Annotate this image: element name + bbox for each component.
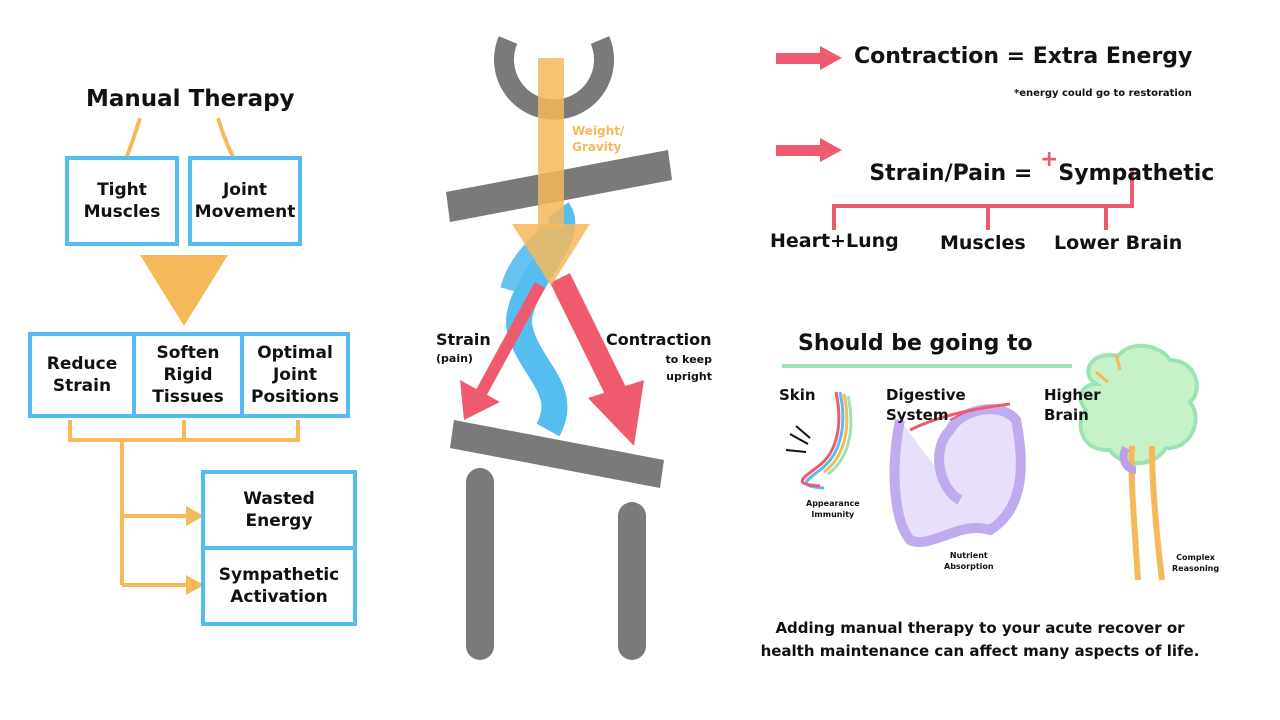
soften-rigid-tissues-box: Soften Rigid Tissues (132, 332, 244, 418)
arrow-strain (820, 138, 842, 162)
contraction-energy-line: Contraction = Extra Energy (854, 44, 1193, 69)
reduce-strain-box: Reduce Strain (28, 332, 136, 418)
right-leg (618, 502, 646, 660)
right-connectors (776, 46, 1199, 581)
funnel-triangle (140, 255, 228, 326)
skin-label: Skin (779, 386, 816, 404)
joint-movement-box: Joint Movement (188, 156, 302, 246)
strain-pain-line: Strain/Pain = +Sympathetic (854, 136, 1214, 186)
contraction-label: Contraction (606, 330, 712, 349)
strain-pain-text: Strain/Pain = (869, 161, 1040, 186)
brain-shape (1078, 343, 1199, 466)
strain-arrow (460, 380, 500, 420)
left-flow-connectors (68, 117, 300, 595)
branch-heart-lung: Heart+Lung (770, 230, 899, 252)
plus-sign: + (1039, 147, 1059, 172)
branch-lower-brain: Lower Brain (1054, 232, 1183, 254)
strain-label: Strain (436, 330, 491, 349)
sympathetic-activation-box: Sympathetic Activation (201, 546, 357, 626)
arrow-contraction (820, 46, 842, 70)
digestive-sub-label: Nutrient Absorption (944, 551, 994, 572)
footer-text: Adding manual therapy to your acute reco… (760, 619, 1200, 660)
strain-sub-label: (pain) (436, 352, 473, 365)
higher-brain-sub-label: Complex Reasoning (1172, 553, 1220, 574)
weight-gravity-label: Weight/ Gravity (572, 124, 625, 154)
gravity-arrow (512, 224, 590, 286)
optimal-joint-positions-box: Optimal Joint Positions (240, 332, 350, 418)
contraction-sub-label: to keep upright (665, 353, 712, 383)
contraction-arrow (588, 380, 644, 446)
higher-brain-label: Higher Brain (1044, 386, 1101, 424)
posture-figure (446, 36, 672, 660)
branch-muscles: Muscles (940, 232, 1026, 254)
wasted-energy-box: Wasted Energy (201, 470, 357, 550)
manual-therapy-title: Manual Therapy (86, 86, 295, 112)
energy-note: *energy could go to restoration (1014, 88, 1192, 99)
skin-sub-label: Appearance Immunity (806, 499, 860, 520)
digestive-label: Digestive System (886, 386, 966, 424)
tight-muscles-box: Tight Muscles (65, 156, 179, 246)
should-be-going-to-title: Should be going to (798, 331, 1033, 356)
digestive-shape (889, 404, 1026, 547)
sympathetic-text: Sympathetic (1058, 161, 1215, 186)
left-leg (466, 468, 494, 660)
pelvis-bar (450, 420, 664, 488)
